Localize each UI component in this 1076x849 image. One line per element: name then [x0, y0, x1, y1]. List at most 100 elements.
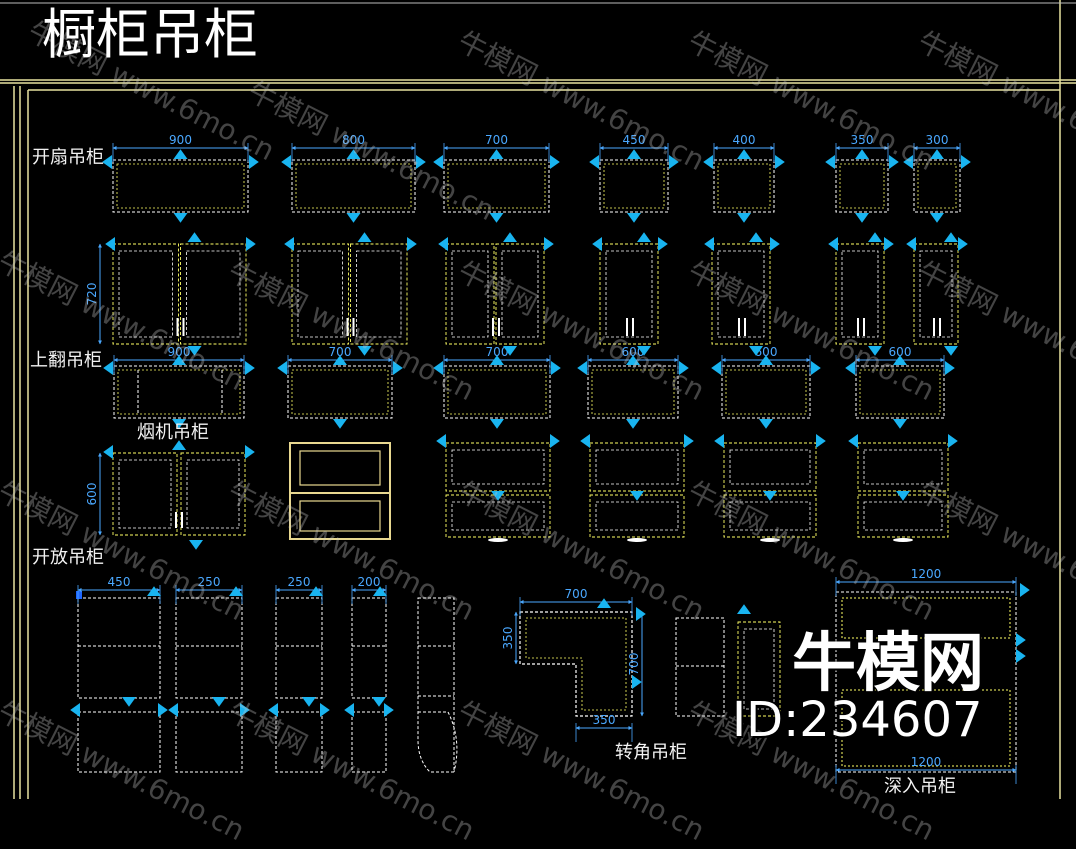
watermark-logo: 牛模网 — [792, 627, 984, 701]
lift-elev-bottom-1-panel — [595, 501, 679, 531]
lift-elev-bottom-3 — [857, 494, 949, 538]
lift-plan-1-arrow-bottom — [333, 419, 347, 429]
lift-plan-0-arrow-left — [103, 361, 113, 375]
open-2-arrow-r — [320, 703, 330, 717]
open-3-arrow-u — [373, 586, 387, 596]
label-deep-cabinet: 深入吊柜 — [884, 776, 956, 797]
hood-door-left — [112, 452, 178, 536]
lift-door-top-panel — [299, 450, 381, 486]
lift-plan-2-arrow-left — [433, 361, 443, 375]
lift-plan-1-arrow-right — [393, 361, 403, 375]
lift-elev-bottom-3-panel — [863, 501, 943, 531]
lift-plan-1-arrow-left — [277, 361, 287, 375]
corner-elev-door — [737, 621, 781, 717]
swing-elev-0-arrow-u — [187, 232, 202, 242]
swing-elev-3-arrow-l — [592, 237, 602, 251]
swing-plan-5-arrow-left — [825, 155, 835, 169]
lift-elev-top-0 — [445, 442, 551, 492]
lift-elev-3-arrow-r — [948, 434, 958, 448]
lift-elev-2-arrow-l — [714, 434, 724, 448]
deep-arrow-r3 — [1020, 583, 1030, 597]
hood-elev-arrow-d — [189, 540, 203, 550]
swing-plan-6-arrow-top — [930, 149, 944, 159]
corner-elev-door-panel — [743, 628, 775, 710]
lift-plan-4-arrow-right — [811, 361, 821, 375]
swing-elev-4-arrow-r — [770, 237, 780, 251]
lift-elev-top-3-panel — [863, 449, 943, 485]
swing-plan-1-inner — [295, 163, 412, 209]
open-0-arrow-u — [147, 586, 161, 596]
swing-door-5-0 — [835, 243, 885, 345]
lift-elev-bottom-0-panel — [451, 501, 545, 531]
swing-elev-2-arrow-l — [438, 237, 448, 251]
swing-door-3-0-panel — [605, 250, 653, 338]
open-0-arrow-d — [122, 697, 136, 707]
lift-plan-2-arrow-top — [490, 355, 504, 365]
hood-door-right — [180, 452, 246, 536]
lift-plan-1-arrow-top — [333, 355, 347, 365]
lift-plan-3-arrow-right — [679, 361, 689, 375]
lift-plan-1-inner — [291, 369, 389, 415]
open-1-arrow-d — [212, 697, 226, 707]
hood-elev-arrow-l — [103, 445, 113, 459]
lift-door-bottom-panel — [299, 500, 381, 532]
open-plan-1 — [175, 597, 243, 699]
swing-door-2-0 — [445, 243, 495, 345]
swing-plan-0-arrow-top — [173, 149, 188, 159]
swing-door-5-0-panel — [841, 250, 879, 338]
swing-plan-3-arrow-right — [669, 155, 679, 169]
lift-elev-2-arrow-d — [763, 491, 777, 501]
dim-row2-left-value: 720 — [85, 283, 99, 306]
swing-plan-1-arrow-left — [281, 155, 291, 169]
open-1-arrow-u — [229, 586, 243, 596]
swing-elev-2-arrow-r — [544, 237, 554, 251]
label-open-cabinet: 开放吊柜 — [32, 547, 104, 568]
swing-door-1-0-panel — [297, 250, 343, 338]
swing-door-1-0 — [291, 243, 349, 345]
lift-elev-0-arrow-d — [491, 491, 505, 501]
lift-elev-3-handle — [893, 538, 913, 542]
open-1-arrow-r — [240, 703, 250, 717]
swing-plan-4-arrow-bottom — [737, 213, 751, 223]
hood-door-left-panel — [118, 459, 172, 529]
dim-row3-2-value: 700 — [486, 345, 509, 359]
dim-row1-3-value: 450 — [623, 133, 646, 147]
lift-elev-top-2-panel — [729, 449, 811, 485]
swing-door-0-1-panel — [186, 250, 241, 338]
label-corner-cabinet: 转角吊柜 — [615, 742, 687, 763]
open-0-arrow-r — [158, 703, 168, 717]
swing-elev-0-arrow-l — [105, 237, 115, 251]
swing-plan-0-inner — [116, 163, 245, 209]
lift-elev-0-arrow-r — [550, 434, 560, 448]
lift-plan-5-arrow-bottom — [893, 419, 907, 429]
swing-elev-1-arrow-l — [284, 237, 294, 251]
swing-elev-5-arrow-l — [828, 237, 838, 251]
corner-arrow-r2 — [632, 675, 642, 689]
lift-plan-0-arrow-bottom — [172, 419, 186, 429]
swing-plan-5-arrow-top — [855, 149, 869, 159]
open-3-arrow-r — [384, 703, 394, 717]
page-title: 橱柜吊柜 — [42, 3, 258, 66]
swing-plan-6-arrow-right — [961, 155, 971, 169]
lift-plan-4-inner — [725, 369, 807, 415]
lift-elev-2-handle — [760, 538, 780, 542]
swing-plan-3-inner — [603, 163, 665, 209]
swing-door-3-0 — [599, 243, 659, 345]
corner-elev-arrow-u — [737, 604, 751, 614]
dim-row1-5-value: 350 — [851, 133, 874, 147]
swing-plan-6-arrow-left — [903, 155, 913, 169]
dim-corner-right-value: 700 — [627, 653, 641, 676]
swing-door-4-0-panel — [717, 250, 765, 338]
dim-row1-2-value: 700 — [485, 133, 508, 147]
swing-plan-1-arrow-bottom — [346, 213, 361, 223]
lift-plan-0-arrow-right — [245, 361, 255, 375]
lift-plan-5-arrow-left — [845, 361, 855, 375]
swing-elev-2-arrow-u — [503, 232, 517, 242]
hood-door-right-panel — [186, 459, 240, 529]
lift-plan-5 — [855, 365, 945, 419]
lift-plan-3-arrow-top — [626, 355, 640, 365]
swing-plan-2-arrow-bottom — [489, 213, 504, 223]
swing-plan-4-arrow-top — [737, 149, 751, 159]
open-3-arrow-d — [372, 697, 386, 707]
swing-elev-3-arrow-r — [658, 237, 668, 251]
